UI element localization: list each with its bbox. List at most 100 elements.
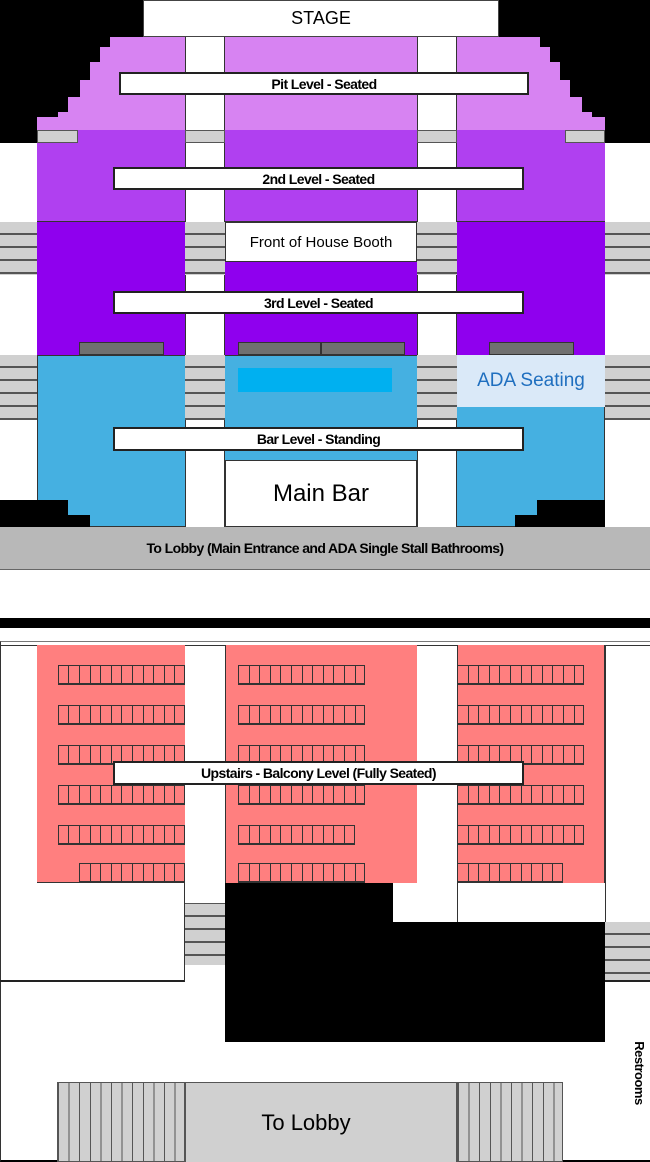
seat[interactable] — [312, 666, 323, 683]
seat[interactable] — [100, 746, 111, 763]
seat[interactable] — [343, 706, 355, 723]
seat[interactable] — [121, 786, 132, 803]
seat[interactable] — [562, 706, 574, 723]
seat[interactable] — [238, 786, 249, 803]
seat[interactable] — [467, 864, 479, 881]
seat[interactable] — [531, 864, 542, 881]
seat[interactable] — [153, 666, 164, 683]
seat[interactable] — [100, 786, 111, 803]
seat[interactable] — [269, 746, 281, 763]
seat[interactable] — [333, 864, 344, 881]
seat[interactable] — [163, 746, 175, 763]
seat[interactable] — [89, 864, 101, 881]
seat[interactable] — [100, 864, 111, 881]
seat[interactable] — [163, 826, 175, 843]
seat[interactable] — [354, 666, 366, 683]
seat[interactable] — [110, 864, 122, 881]
seat[interactable] — [259, 746, 270, 763]
seat[interactable] — [354, 864, 366, 881]
seat[interactable] — [280, 826, 291, 843]
seat[interactable] — [131, 864, 143, 881]
seat[interactable] — [238, 826, 249, 843]
seat[interactable] — [343, 746, 355, 763]
seat[interactable] — [110, 706, 122, 723]
seat[interactable] — [280, 706, 291, 723]
seat[interactable] — [478, 786, 489, 803]
seat[interactable] — [354, 786, 366, 803]
seat[interactable] — [573, 666, 585, 683]
seat[interactable] — [142, 706, 154, 723]
seat[interactable] — [78, 826, 90, 843]
seat[interactable] — [131, 786, 143, 803]
seat[interactable] — [269, 826, 281, 843]
seat[interactable] — [238, 706, 249, 723]
seat[interactable] — [343, 864, 355, 881]
lobby-exit-main[interactable]: To Lobby (Main Entrance and ADA Single S… — [0, 527, 650, 570]
seat[interactable] — [322, 706, 334, 723]
seat[interactable] — [520, 746, 532, 763]
seat[interactable] — [153, 706, 164, 723]
seat[interactable] — [280, 746, 291, 763]
seat[interactable] — [467, 786, 479, 803]
seat[interactable] — [488, 864, 500, 881]
seat[interactable] — [552, 826, 563, 843]
seat[interactable] — [269, 666, 281, 683]
seat[interactable] — [573, 746, 585, 763]
seat[interactable] — [290, 864, 302, 881]
seat[interactable] — [552, 864, 563, 881]
seat[interactable] — [457, 666, 468, 683]
seat[interactable] — [531, 666, 542, 683]
seat[interactable] — [68, 706, 79, 723]
seat[interactable] — [153, 746, 164, 763]
seat[interactable] — [322, 666, 334, 683]
seat[interactable] — [509, 826, 521, 843]
seat[interactable] — [57, 786, 69, 803]
seat[interactable] — [142, 786, 154, 803]
seat[interactable] — [259, 666, 270, 683]
seat[interactable] — [312, 746, 323, 763]
seat[interactable] — [343, 786, 355, 803]
seat[interactable] — [78, 746, 90, 763]
seat[interactable] — [499, 666, 510, 683]
seat[interactable] — [509, 786, 521, 803]
seat[interactable] — [174, 786, 185, 803]
seat[interactable] — [142, 666, 154, 683]
seat[interactable] — [153, 826, 164, 843]
seat[interactable] — [110, 746, 122, 763]
seat[interactable] — [499, 746, 510, 763]
seat[interactable] — [121, 706, 132, 723]
seat[interactable] — [100, 826, 111, 843]
seat[interactable] — [174, 666, 185, 683]
seat[interactable] — [541, 786, 553, 803]
seat[interactable] — [68, 746, 79, 763]
seat[interactable] — [100, 666, 111, 683]
seat[interactable] — [457, 706, 468, 723]
seat[interactable] — [280, 666, 291, 683]
seat[interactable] — [488, 746, 500, 763]
seat[interactable] — [131, 666, 143, 683]
seat[interactable] — [290, 826, 302, 843]
seat[interactable] — [541, 864, 553, 881]
seat[interactable] — [573, 826, 585, 843]
seat[interactable] — [163, 666, 175, 683]
seat[interactable] — [541, 826, 553, 843]
seat[interactable] — [153, 864, 164, 881]
seat[interactable] — [269, 864, 281, 881]
seat[interactable] — [478, 746, 489, 763]
seat[interactable] — [248, 786, 260, 803]
seat[interactable] — [333, 666, 344, 683]
seat[interactable] — [174, 706, 185, 723]
seat[interactable] — [457, 826, 468, 843]
seat[interactable] — [78, 666, 90, 683]
seat[interactable] — [100, 706, 111, 723]
seat[interactable] — [312, 864, 323, 881]
seat[interactable] — [499, 826, 510, 843]
seat[interactable] — [269, 786, 281, 803]
seat[interactable] — [467, 826, 479, 843]
seat[interactable] — [488, 706, 500, 723]
seat[interactable] — [57, 706, 69, 723]
seat[interactable] — [301, 746, 313, 763]
seat[interactable] — [322, 746, 334, 763]
seat[interactable] — [248, 666, 260, 683]
seat[interactable] — [290, 786, 302, 803]
